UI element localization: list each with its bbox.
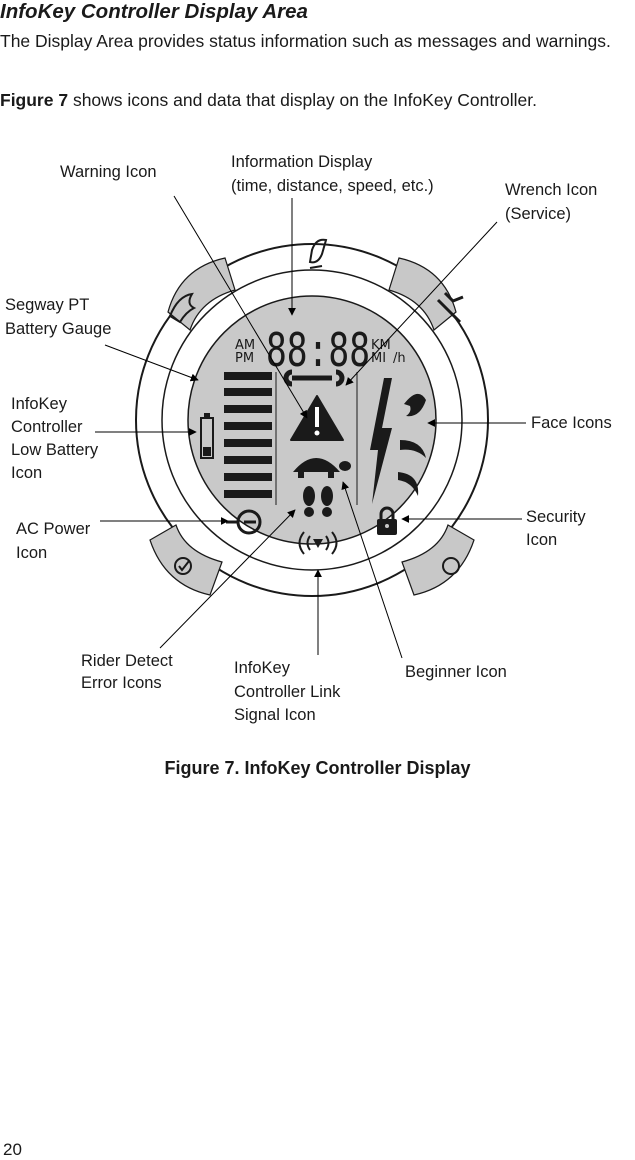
callout-ac-power-line2: Icon — [16, 544, 47, 562]
callout-low-battery-line3: Low Battery — [11, 441, 99, 459]
callout-link-signal-line2: Controller Link — [234, 683, 341, 701]
callout-ac-power-line1: AC Power — [16, 520, 91, 538]
lock-button-icon — [442, 557, 460, 575]
callout-battery-gauge-line1: Segway PT — [5, 296, 89, 314]
figure-caption: Figure 7. InfoKey Controller Display — [164, 758, 471, 778]
callout-link-signal-line3: Signal Icon — [234, 706, 316, 724]
callout-wrench-line1: Wrench Icon — [505, 181, 597, 199]
horn-icon — [168, 292, 197, 324]
callout-link-signal-line1: InfoKey — [234, 659, 291, 677]
callout-low-battery-line1: InfoKey — [11, 395, 68, 413]
lcd-digit-display: 88:88 — [266, 323, 370, 377]
infokey-display-diagram: AM PM 88:88 KM MI /h — [5, 153, 612, 724]
check-icon — [174, 557, 192, 575]
key-icon — [436, 291, 464, 324]
lcd-mi-label: MI — [371, 351, 386, 366]
callout-security-line1: Security — [526, 508, 586, 526]
section-heading: InfoKey Controller Display Area — [0, 0, 308, 23]
callout-wrench-line2: (Service) — [505, 205, 571, 223]
lcd-pm-label: PM — [235, 351, 254, 366]
figure-reference-text: shows icons and data that display on the… — [68, 90, 537, 110]
callout-warning-icon: Warning Icon — [60, 163, 157, 181]
intro-paragraph: The Display Area provides status informa… — [0, 31, 611, 51]
callout-low-battery-line4: Icon — [11, 464, 42, 482]
link-signal-icon — [298, 531, 338, 555]
page-number: 20 — [3, 1140, 22, 1159]
callout-beginner-icon: Beginner Icon — [405, 663, 507, 681]
lcd-per-hour-label: /h — [393, 351, 406, 366]
segway-logo-icon — [308, 238, 328, 269]
low-battery-icon — [200, 413, 214, 459]
callout-face-icons: Face Icons — [531, 414, 612, 432]
callout-info-display-line1: Information Display — [231, 153, 373, 171]
battery-gauge — [224, 372, 272, 498]
bezel-button-top-left[interactable] — [167, 257, 236, 332]
bezel-button-bottom-right[interactable] — [401, 524, 475, 596]
callout-low-battery-line2: Controller — [11, 418, 83, 436]
lcd-am-label: AM — [235, 338, 255, 353]
callout-security-line2: Icon — [526, 531, 557, 549]
callout-info-display-line2: (time, distance, speed, etc.) — [231, 177, 434, 195]
bezel-button-bottom-left[interactable] — [149, 524, 223, 596]
callout-lines — [95, 195, 526, 659]
rider-detect-feet-icon — [303, 486, 333, 517]
wrench-icon — [283, 369, 345, 387]
callout-battery-gauge-line2: Battery Gauge — [5, 320, 111, 338]
figure-reference-paragraph: Figure 7 shows icons and data that displ… — [0, 88, 537, 113]
lcd-screen: AM PM 88:88 KM MI /h — [187, 295, 437, 555]
figure-reference-link: Figure 7 — [0, 90, 69, 110]
callout-rider-detect-line1: Rider Detect — [81, 652, 173, 670]
security-lock-icon — [377, 506, 397, 535]
face-icons — [398, 393, 426, 496]
lightning-icon — [370, 378, 392, 504]
callout-rider-detect-line2: Error Icons — [81, 674, 162, 692]
beginner-turtle-icon — [293, 458, 351, 478]
bezel-button-top-right[interactable] — [388, 257, 457, 332]
